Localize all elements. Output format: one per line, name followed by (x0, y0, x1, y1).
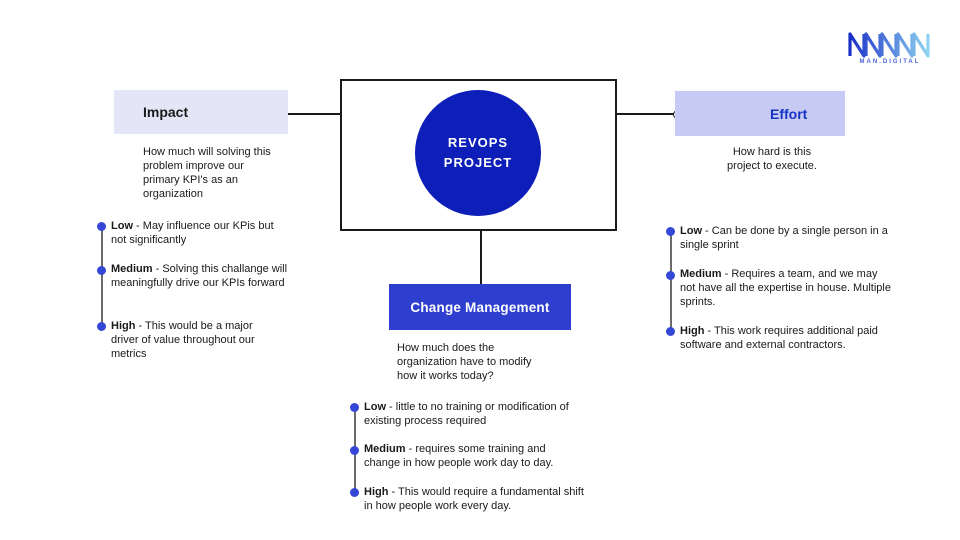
impact-high-dot (97, 322, 106, 331)
impact-title: Impact (143, 104, 189, 120)
change-management-description: How much does the organization have to m… (397, 342, 532, 382)
change-high-dot (350, 488, 359, 497)
impact-label: Impact (114, 90, 288, 134)
change-low-dot (350, 403, 359, 412)
logo-mark-icon (848, 32, 930, 58)
change-medium-dot (350, 446, 359, 455)
effort-title: Effort (770, 105, 808, 122)
effort-level-high: High - This work requires additional pai… (680, 325, 878, 351)
effort-connector (617, 113, 677, 115)
change-management-title: Change Management (410, 299, 550, 315)
revops-project-box: REVOPS PROJECT (340, 79, 617, 231)
effort-medium-dot (666, 271, 675, 280)
change-level-high: High - This would require a fundamental … (364, 486, 584, 512)
title-line-1: REVOPS (447, 135, 509, 150)
man-digital-logo: MAN.DIGITAL (846, 30, 934, 70)
title-line-2: PROJECT (443, 155, 513, 170)
impact-level-medium: Medium - Solving this challange will mea… (111, 263, 288, 289)
impact-levels: Low - May influence our KPis but not sig… (97, 220, 298, 362)
impact-medium-dot (97, 266, 106, 275)
effort-levels: Low - Can be done by a single person in … (666, 225, 907, 357)
impact-level-high: High - This would be a major driver of v… (111, 320, 255, 360)
effort-label: Effort (675, 91, 845, 136)
impact-connector (283, 113, 341, 115)
revops-project-circle: REVOPS PROJECT (415, 90, 541, 216)
revops-project-title: REVOPS PROJECT (428, 133, 528, 173)
change-level-low: Low - little to no training or modificat… (364, 401, 569, 427)
effort-level-medium: Medium - Requires a team, and we may not… (680, 268, 891, 308)
impact-timeline-line (101, 227, 103, 327)
impact-level-low: Low - May influence our KPis but not sig… (111, 220, 274, 246)
impact-low-dot (97, 222, 106, 231)
effort-high-dot (666, 327, 675, 336)
change-level-medium: Medium - requires some training and chan… (364, 443, 554, 469)
effort-low-dot (666, 227, 675, 236)
change-connector (480, 231, 482, 286)
change-management-label: Change Management (389, 284, 571, 330)
effort-description: How hard is this project to execute. (727, 146, 817, 172)
effort-level-low: Low - Can be done by a single person in … (680, 225, 888, 251)
change-management-levels: Low - little to no training or modificat… (350, 401, 611, 523)
impact-description: How much will solving this problem impro… (143, 146, 271, 200)
logo-text: MAN.DIGITAL (859, 59, 921, 65)
effort-timeline-line (670, 232, 672, 332)
